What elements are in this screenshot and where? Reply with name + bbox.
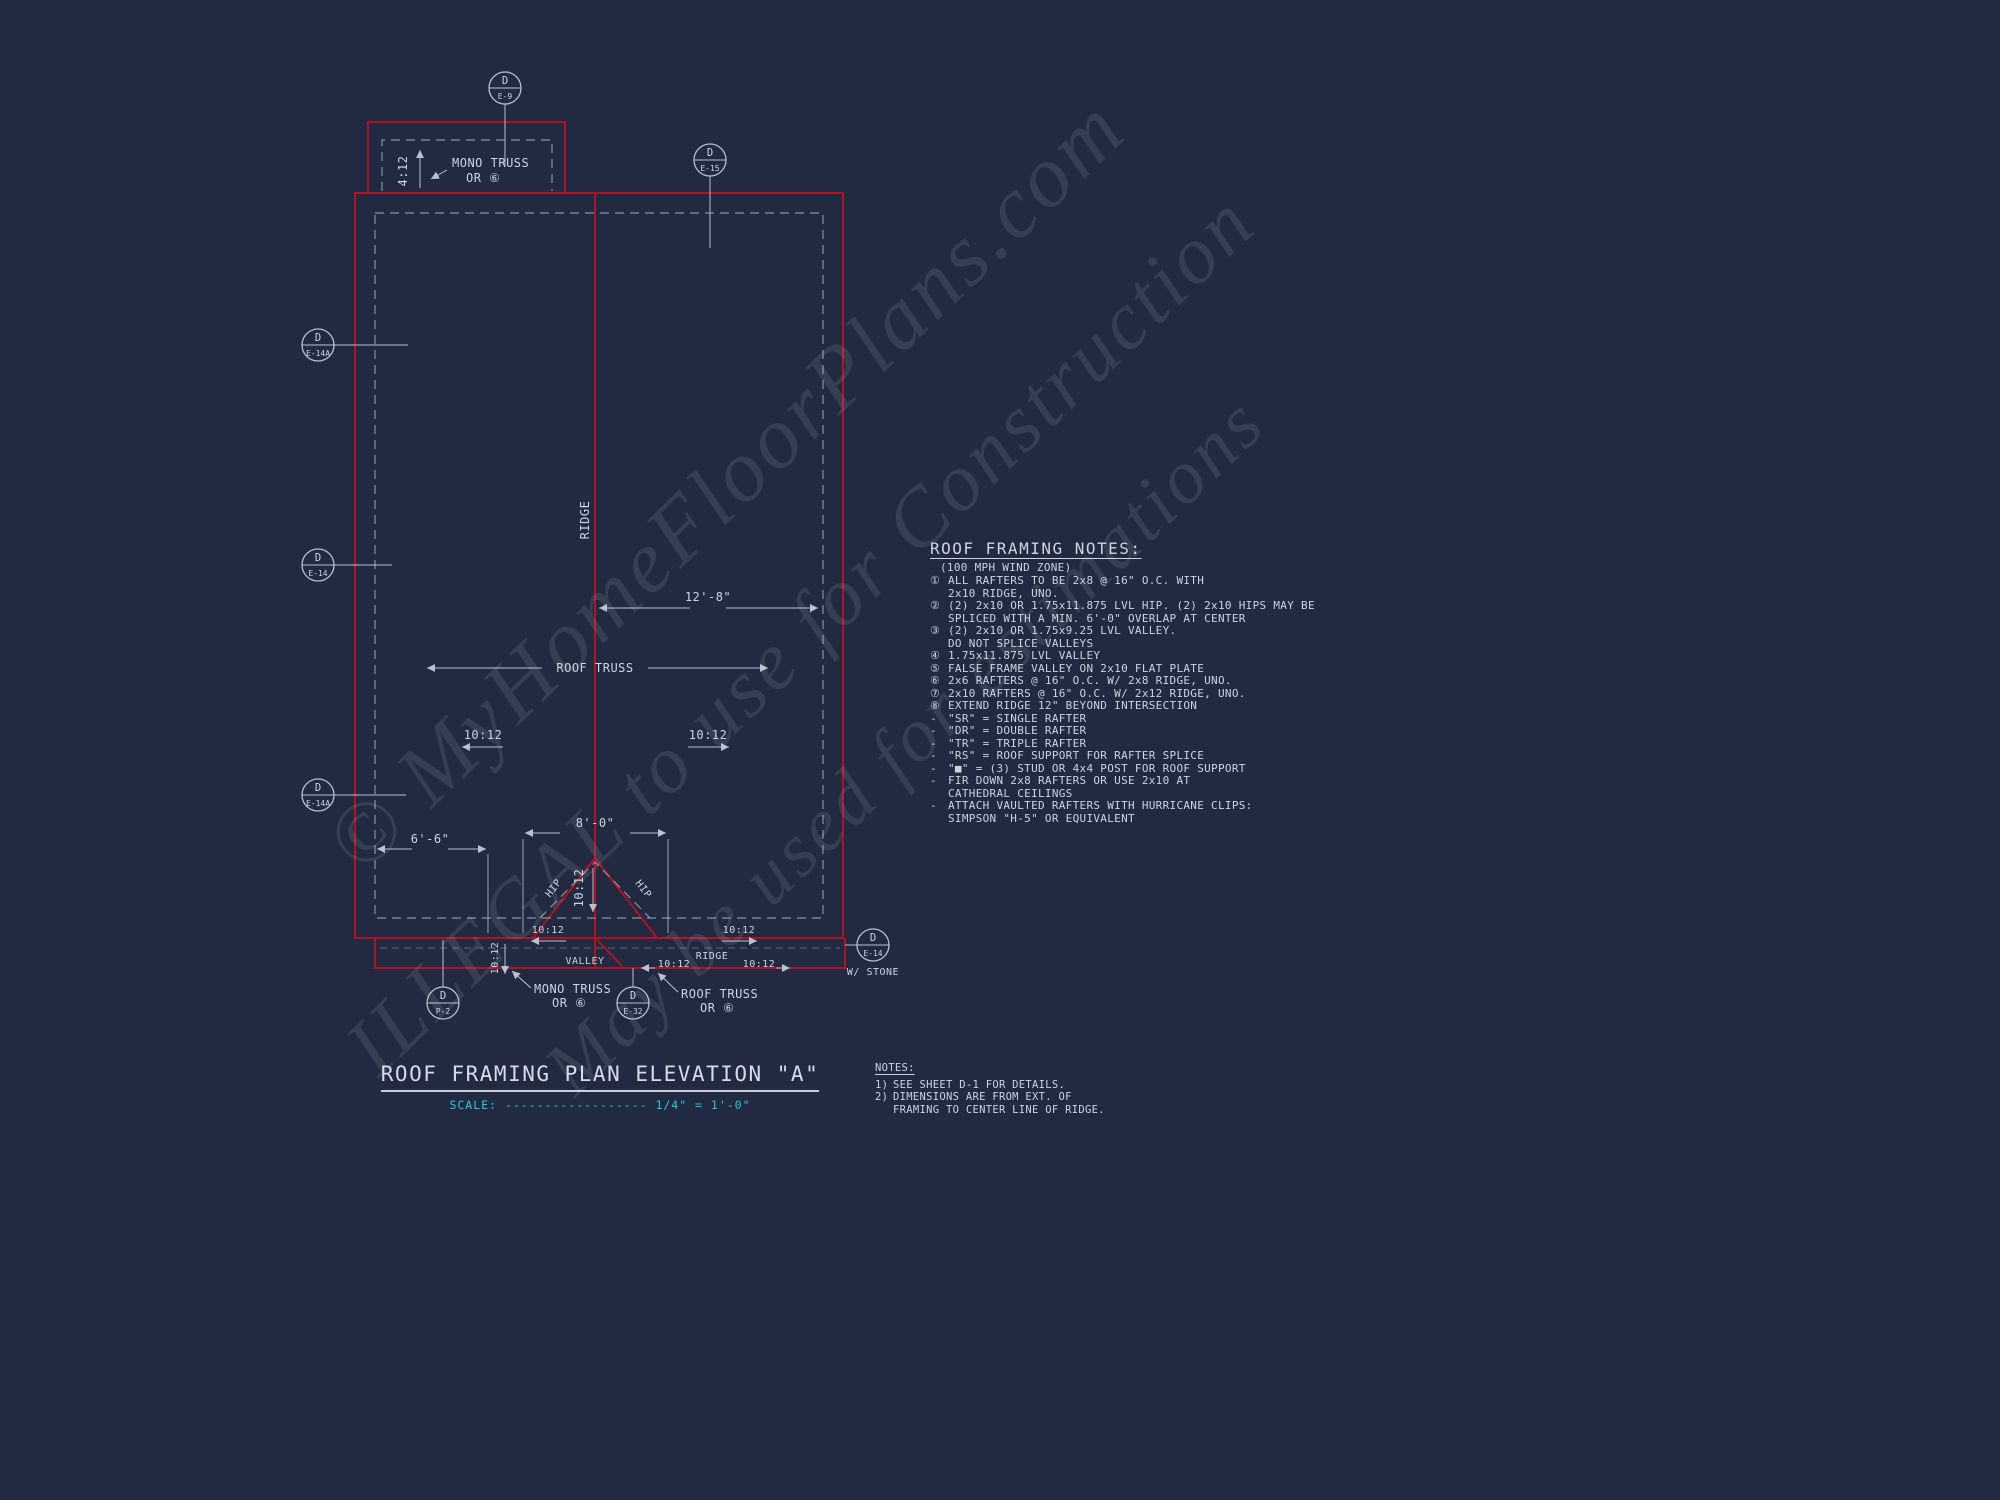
ridge-bottom-label: RIDGE (696, 951, 729, 962)
dimension-6-6: 6'-6" (377, 832, 489, 933)
svg-text:OR ⑥: OR ⑥ (466, 171, 500, 185)
pitch-strip-vertical: 10:12 (490, 942, 509, 975)
callout-e14-left: D E-14 (301, 548, 335, 582)
callout-p2: D P-2 (426, 986, 460, 1020)
valley-label: VALLEY (565, 956, 604, 967)
framing-note: -"■" = (3) STUD OR 4x4 POST FOR ROOF SUP… (930, 761, 1246, 775)
framing-note: -FIR DOWN 2x8 RAFTERS OR USE 2x10 AT CAT… (930, 774, 1191, 800)
hip-right-label: HIP (633, 878, 654, 900)
svg-text:D: D (440, 990, 446, 1002)
svg-text:10:12: 10:12 (658, 959, 691, 970)
framing-note: -ATTACH VAULTED RAFTERS WITH HURRICANE C… (930, 799, 1253, 825)
sheet-notes: NOTES: 1)SEE SHEET D-1 FOR DETAILS. 2)DI… (875, 1062, 1105, 1116)
svg-text:E-14A: E-14A (306, 799, 330, 808)
drawing-title: ROOF FRAMING PLAN ELEVATION "A" (380, 1062, 820, 1092)
pitch-4-12-label: 4:12 (396, 156, 410, 187)
hip-line-right (594, 857, 658, 939)
svg-text:E-9: E-9 (498, 92, 513, 101)
framing-note: -"SR" = SINGLE RAFTER (930, 711, 1087, 725)
wind-zone-subheading: (100 MPH WIND ZONE) (940, 560, 1072, 574)
svg-text:D: D (630, 990, 636, 1002)
roof-truss-bottom-annotation: ROOF TRUSS OR ⑥ (657, 972, 758, 1015)
pitch-left-label: 10:12 (464, 728, 503, 742)
roof-truss-label: ROOF TRUSS (556, 661, 633, 675)
svg-text:E-14: E-14 (863, 949, 882, 958)
sheet-note: 1)SEE SHEET D-1 FOR DETAILS. (875, 1078, 1066, 1091)
framing-note: -"DR" = DOUBLE RAFTER (930, 724, 1087, 737)
callout-e32: D E-32 (616, 986, 650, 1020)
dimension-12-8: 12'-8" (599, 590, 818, 612)
svg-text:OR ⑥: OR ⑥ (700, 1001, 734, 1015)
pitch-right: 10:12 (688, 728, 729, 751)
valley-line (596, 939, 623, 967)
drawing-title-block: ROOF FRAMING PLAN ELEVATION "A" (360, 1062, 840, 1092)
mono-truss-bottom-annotation: MONO TRUSS OR ⑥ (511, 970, 611, 1010)
pitch-bottom-left: 10:12 (531, 925, 566, 945)
framing-note: -"TR" = TRIPLE RAFTER (930, 736, 1087, 750)
svg-text:D: D (315, 552, 321, 564)
callout-e9: D E-9 (488, 71, 522, 105)
svg-text:10:12: 10:12 (723, 925, 756, 936)
roof-truss-span: ROOF TRUSS (427, 661, 768, 675)
svg-text:D: D (315, 782, 321, 794)
svg-text:10:12: 10:12 (743, 959, 776, 970)
pitch-right-label: 10:12 (689, 728, 728, 742)
svg-text:MONO TRUSS: MONO TRUSS (452, 156, 529, 170)
pitch-bottom-right: 10:12 (722, 925, 757, 945)
svg-text:D: D (502, 75, 508, 87)
svg-text:10:12: 10:12 (532, 925, 565, 936)
dim-6-6-label: 6'-6" (411, 832, 450, 846)
framing-note: ③(2) 2x10 OR 1.75x9.25 LVL VALLEY. DO NO… (930, 624, 1177, 650)
dim-8-0-label: 8'-0" (576, 816, 615, 830)
svg-text:E-14A: E-14A (306, 349, 330, 358)
drawing-scale: SCALE: ------------------ 1/4" = 1'-0" (449, 1098, 751, 1112)
svg-text:D: D (707, 147, 713, 159)
sheet-notes-heading: NOTES: (875, 1062, 915, 1074)
hip-line-left (532, 857, 596, 939)
svg-text:10:12: 10:12 (490, 942, 501, 975)
framing-note: ②(2) 2x10 OR 1.75x11.875 LVL HIP. (2) 2x… (930, 599, 1315, 625)
svg-text:D: D (870, 932, 876, 944)
pitch-4-12: 4:12 (396, 150, 424, 188)
pitch-center-vertical-label: 10:12 (572, 869, 586, 908)
svg-text:D: D (315, 332, 321, 344)
roof-framing-notes-heading: ROOF FRAMING NOTES: (930, 539, 1142, 558)
svg-text:E-32: E-32 (623, 1007, 642, 1016)
callout-leaders (334, 104, 857, 987)
svg-text:MONO TRUSS: MONO TRUSS (534, 982, 611, 996)
pitch-left: 10:12 (462, 728, 503, 751)
callout-e14a-bottom: D E-14A (301, 778, 335, 812)
roof-outline-red (354, 121, 846, 969)
pitch-strip-left: 10:12 (641, 959, 691, 972)
mono-truss-top-annotation: MONO TRUSS OR ⑥ (430, 156, 529, 185)
svg-text:OR ⑥: OR ⑥ (552, 996, 586, 1010)
callout-e14a-top: D E-14A (301, 328, 335, 362)
dim-12-8-label: 12'-8" (685, 590, 731, 604)
sheet-note: 2)DIMENSIONS ARE FROM EXT. OF FRAMING TO… (875, 1091, 1105, 1116)
dimension-8-0: 8'-0" (522, 816, 669, 933)
roof-framing-notes-panel: ROOF FRAMING NOTES: (100 MPH WIND ZONE) … (930, 539, 1320, 825)
framing-dashed-lines (374, 139, 840, 949)
framing-note: -"RS" = ROOF SUPPORT FOR RAFTER SPLICE (930, 749, 1205, 762)
svg-text:P-2: P-2 (436, 1007, 451, 1016)
pitch-strip-right: 10:12 (743, 959, 790, 972)
callout-e14-right-note: W/ STONE (847, 967, 899, 978)
dimension-lines: 12'-8" ROOF TRUSS 10:12 10:12 8'-0" (377, 150, 818, 974)
callout-e15: D E-15 (693, 143, 727, 177)
pitch-center-vertical: 10:12 (572, 868, 597, 912)
ridge-label: RIDGE (578, 501, 592, 540)
svg-text:ROOF TRUSS: ROOF TRUSS (681, 987, 758, 1001)
svg-text:E-15: E-15 (700, 164, 719, 173)
svg-text:E-14: E-14 (308, 569, 327, 578)
callout-e14-right: D E-14 W/ STONE (847, 928, 899, 978)
